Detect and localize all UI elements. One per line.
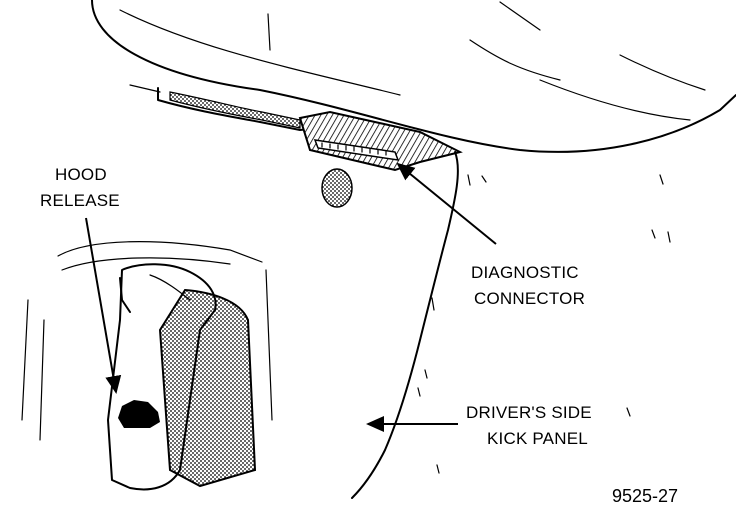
lower-dash-bracket	[157, 87, 321, 131]
diagnostic-connector	[298, 110, 463, 172]
diagnostic-label-line1: DIAGNOSTIC	[471, 263, 579, 282]
diagnostic-label-line2: CONNECTOR	[474, 289, 585, 308]
hood-release-label-line2: RELEASE	[40, 191, 120, 210]
kick-panel-label-line1: DRIVER'S SIDE	[466, 403, 592, 422]
hood-release-leader	[85, 217, 122, 394]
hood-release-label-line1: HOOD	[55, 165, 107, 184]
dashboard-underside	[91, 0, 736, 153]
diagnostic-connector-leader	[396, 162, 497, 245]
kick-panel-label-line2: KICK PANEL	[487, 429, 588, 448]
figure-number: 9525-27	[612, 486, 678, 506]
hood-release-assembly	[21, 241, 273, 491]
hood-icon	[118, 400, 160, 428]
round-plug	[321, 168, 353, 208]
